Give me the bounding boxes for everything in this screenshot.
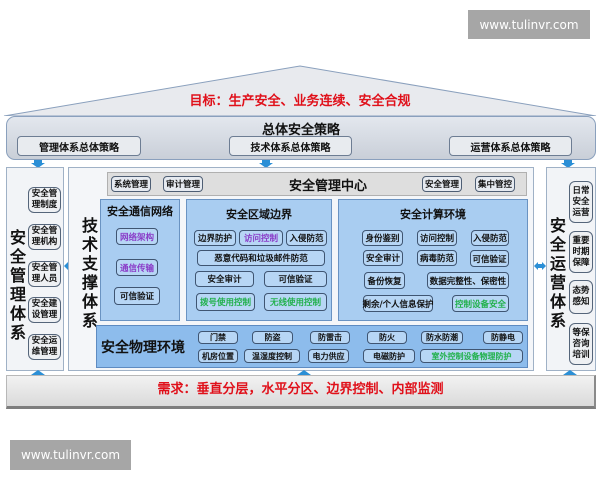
mgmt-center-security: 安全管理 bbox=[422, 176, 462, 192]
mgmt-item-personnel: 安全管理人员 bbox=[28, 261, 61, 287]
physical-temperature: 温湿度控制 bbox=[244, 349, 300, 363]
demand-text: 需求：垂直分层，水平分区、边界控制、内部监测 bbox=[157, 382, 444, 397]
area-boundary-title: 安全区域边界 bbox=[226, 208, 292, 221]
watermark-bottom: www.tulinvr.com bbox=[10, 440, 131, 470]
compute-identity: 身份鉴别 bbox=[362, 230, 403, 246]
physical-outdoor: 室外控制设备物理防护 bbox=[420, 349, 523, 363]
tech-support-title: 技术支撑体系 bbox=[81, 216, 98, 330]
boundary-access-control: 访问控制 bbox=[239, 230, 283, 246]
boundary-trust: 可信验证 bbox=[264, 271, 327, 287]
tech-strategy: 技术体系总体策略 bbox=[229, 136, 352, 156]
compute-antivirus: 病毒防范 bbox=[417, 250, 457, 266]
comm-network-zone: 安全通信网络 网络架构 通信传输 可信验证 bbox=[100, 199, 180, 321]
comm-item-arch: 网络架构 bbox=[116, 228, 158, 245]
physical-lightning: 防雷击 bbox=[310, 331, 350, 344]
comm-network-title: 安全通信网络 bbox=[107, 205, 173, 218]
mgmt-item-org: 安全管理机构 bbox=[28, 224, 61, 250]
physical-location: 机房位置 bbox=[198, 349, 238, 363]
physical-power: 电力供应 bbox=[308, 349, 349, 363]
compute-data-integrity: 数据完整性、保密性 bbox=[427, 272, 509, 289]
boundary-dialup: 拨号使用控制 bbox=[196, 293, 255, 311]
compute-residual-info: 剩余/个人信息保护 bbox=[362, 295, 434, 312]
mgmt-strategy: 管理体系总体策略 bbox=[17, 136, 141, 156]
operations-system-title: 安全运营体系 bbox=[549, 216, 566, 330]
boundary-malware: 恶意代码和垃圾邮件防范 bbox=[197, 250, 325, 266]
mgmt-center-control: 集中管控 bbox=[475, 176, 515, 192]
compute-trust: 可信验证 bbox=[470, 250, 509, 267]
area-boundary-zone: 安全区域边界 边界防护 访问控制 入侵防范 恶意代码和垃圾邮件防范 安全审计 可… bbox=[186, 199, 332, 321]
arrow-down-icon bbox=[259, 160, 273, 168]
demand-bar: 需求：垂直分层，水平分区、边界控制、内部监测 bbox=[6, 375, 596, 409]
mgmt-item-operation: 安全运维管理 bbox=[28, 334, 61, 360]
physical-em: 电磁防护 bbox=[363, 349, 415, 363]
comm-item-trust: 可信验证 bbox=[114, 287, 160, 305]
boundary-audit: 安全审计 bbox=[195, 271, 254, 287]
physical-water: 防水防潮 bbox=[421, 331, 463, 344]
ops-item-daily: 日常安全运营 bbox=[569, 181, 593, 223]
ops-item-situation: 态势感知 bbox=[569, 280, 593, 314]
physical-antitheft: 防盗 bbox=[252, 331, 293, 344]
mgmt-center-title: 安全管理中心 bbox=[288, 179, 367, 194]
physical-static: 防静电 bbox=[483, 331, 523, 344]
security-mgmt-center: 系统管理 审计管理 安全管理中心 安全管理 集中管控 bbox=[107, 172, 527, 196]
compute-env-zone: 安全计算环境 身份鉴别 访问控制 入侵防范 安全审计 病毒防范 可信验证 备份恢… bbox=[338, 199, 528, 321]
management-system-panel: 安全管理体系 安全管理制度 安全管理机构 安全管理人员 安全建设管理 安全运维管… bbox=[6, 167, 64, 371]
physical-fire: 防火 bbox=[367, 331, 407, 344]
compute-control-device: 控制设备安全 bbox=[452, 295, 509, 312]
watermark-top: www.tulinvr.com bbox=[468, 10, 590, 39]
roof-triangle bbox=[3, 65, 597, 116]
compute-audit: 安全审计 bbox=[363, 250, 403, 266]
boundary-intrusion: 入侵防范 bbox=[286, 230, 327, 246]
overall-strategy-title: 总体安全策略 bbox=[261, 123, 340, 138]
goal-text: 目标：生产安全、业务连续、安全合规 bbox=[189, 94, 411, 109]
comm-item-transport: 通信传输 bbox=[116, 259, 158, 276]
mgmt-item-construction: 安全建设管理 bbox=[28, 297, 61, 323]
boundary-protection: 边界防护 bbox=[194, 230, 236, 246]
ops-strategy: 运营体系总体策略 bbox=[449, 136, 572, 156]
compute-env-title: 安全计算环境 bbox=[400, 208, 466, 221]
double-arrow-icon bbox=[534, 262, 546, 270]
physical-access: 门禁 bbox=[198, 331, 238, 344]
arrow-down-icon bbox=[31, 160, 45, 168]
operations-system-panel: 安全运营体系 日常安全运营 重要时期保障 态势感知 等保咨询培训 bbox=[546, 167, 596, 371]
compute-backup: 备份恢复 bbox=[364, 272, 405, 289]
mgmt-item-policy: 安全管理制度 bbox=[28, 187, 61, 213]
compute-intrusion: 入侵防范 bbox=[471, 230, 509, 246]
boundary-wireless: 无线使用控制 bbox=[264, 293, 327, 311]
ops-item-consulting: 等保咨询培训 bbox=[569, 323, 593, 365]
physical-env-title: 安全物理环境 bbox=[101, 340, 185, 356]
physical-env-zone: 安全物理环境 门禁 防盗 防雷击 防火 防水防潮 防静电 机房位置 温湿度控制 … bbox=[96, 325, 528, 368]
management-system-title: 安全管理体系 bbox=[9, 228, 26, 342]
ops-item-critical-period: 重要时期保障 bbox=[569, 231, 593, 273]
compute-access-control: 访问控制 bbox=[417, 230, 457, 246]
mgmt-center-system: 系统管理 bbox=[111, 176, 151, 192]
overall-strategy-panel: 总体安全策略 管理体系总体策略 技术体系总体策略 运营体系总体策略 bbox=[6, 116, 596, 160]
mgmt-center-audit: 审计管理 bbox=[163, 176, 203, 192]
arrow-down-icon bbox=[561, 160, 575, 168]
